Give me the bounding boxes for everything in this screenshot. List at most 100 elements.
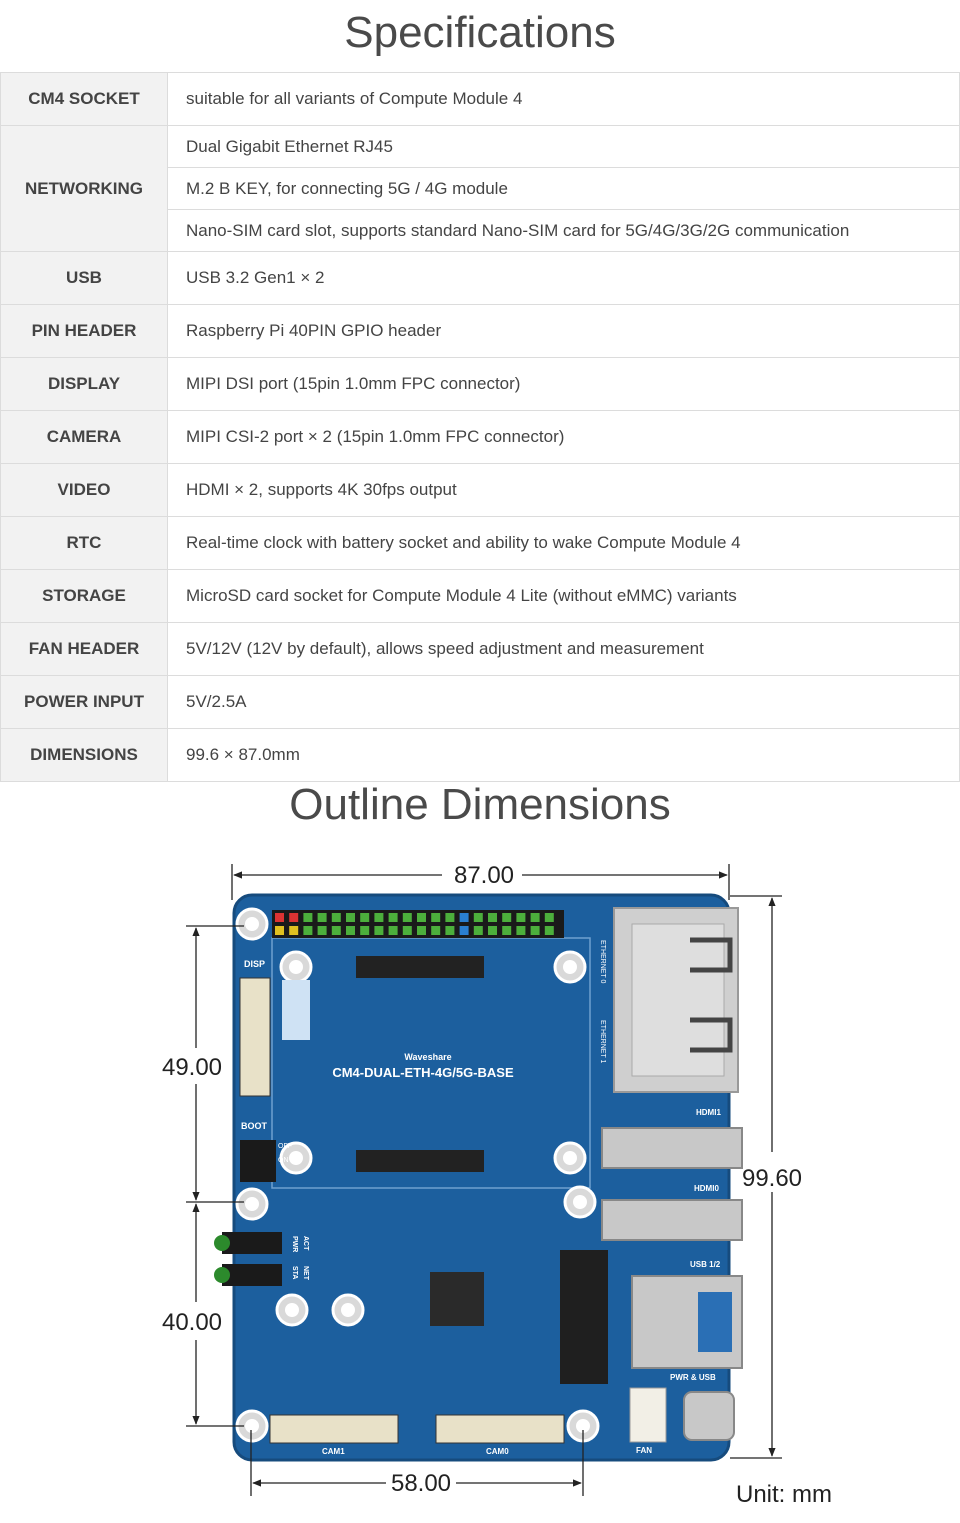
dimension-lines bbox=[186, 864, 782, 1496]
gpio-pin bbox=[360, 913, 370, 922]
eth1-label: ETHERNET 1 bbox=[599, 1020, 606, 1064]
gpio-pin bbox=[388, 926, 398, 935]
gpio-pin bbox=[303, 913, 313, 922]
gpio-pin bbox=[331, 913, 341, 922]
hdmi1-port bbox=[601, 1127, 743, 1169]
ethernet-jack bbox=[613, 907, 739, 1093]
cam1-connector bbox=[269, 1414, 399, 1444]
usb-hub-chip bbox=[430, 1272, 484, 1326]
table-row: STORAGE MicroSD card socket for Compute … bbox=[0, 569, 960, 623]
gpio-pin bbox=[445, 926, 455, 935]
spec-value-rtc: Real-time clock with battery socket and … bbox=[167, 516, 960, 570]
hdmi1-label: HDMI1 bbox=[696, 1108, 721, 1117]
gpio-pin bbox=[317, 913, 327, 922]
gpio-pin bbox=[473, 913, 483, 922]
gpio-pin bbox=[488, 913, 497, 922]
outline-diagram: Waveshare CM4-DUAL-ETH-4G/5G-BASE DISP B… bbox=[162, 862, 832, 1508]
gpio-pin bbox=[544, 926, 554, 935]
specifications-title: Specifications bbox=[344, 8, 616, 57]
on-label: ON bbox=[278, 1157, 289, 1164]
led-green-1 bbox=[214, 1235, 230, 1251]
mounting-hole-center bbox=[289, 960, 303, 974]
table-row: DIMENSIONS 99.6 × 87.0mm bbox=[0, 728, 960, 782]
mounting-hole-center bbox=[576, 1419, 590, 1433]
sta-label: STA bbox=[291, 1266, 298, 1279]
boot-switch bbox=[240, 1140, 276, 1182]
boot-label: BOOT bbox=[241, 1121, 268, 1131]
gpio-pin bbox=[346, 913, 355, 922]
hdmi0-label: HDMI0 bbox=[694, 1184, 719, 1193]
gpio-pin bbox=[431, 913, 441, 922]
dim-height-right: 99.60 bbox=[742, 1165, 802, 1192]
gpio-pin bbox=[360, 926, 370, 935]
sim-slot bbox=[282, 980, 310, 1040]
spec-label-fan-header: FAN HEADER bbox=[0, 622, 168, 676]
gpio-pin bbox=[331, 926, 341, 935]
gpio-pin bbox=[431, 926, 441, 935]
fan-label: FAN bbox=[636, 1446, 652, 1455]
gpio-pin bbox=[402, 926, 412, 935]
table-row: Nano-SIM card slot, supports standard Na… bbox=[1, 209, 960, 252]
spec-value-usb: USB 3.2 Gen1 × 2 bbox=[167, 251, 960, 305]
act-label: ACT bbox=[302, 1236, 309, 1251]
mounting-hole-center bbox=[289, 1151, 303, 1165]
spec-value-networking-2: M.2 B KEY, for connecting 5G / 4G module bbox=[167, 167, 960, 210]
gpio-pin bbox=[417, 926, 426, 935]
table-row: CAMERA MIPI CSI-2 port × 2 (15pin 1.0mm … bbox=[0, 410, 960, 464]
gpio-pin bbox=[530, 926, 540, 935]
spec-value-video: HDMI × 2, supports 4K 30fps output bbox=[167, 463, 960, 517]
gpio-pin bbox=[516, 913, 526, 922]
spec-value-dimensions: 99.6 × 87.0mm bbox=[167, 728, 960, 782]
gpio-pin bbox=[388, 913, 398, 922]
mounting-hole-center bbox=[285, 1303, 299, 1317]
cm4-connector-top bbox=[356, 956, 484, 978]
gpio-pin bbox=[289, 913, 299, 922]
net-label: NET bbox=[302, 1266, 309, 1281]
spec-label-pin-header: PIN HEADER bbox=[0, 304, 168, 358]
mounting-holes bbox=[235, 907, 600, 1443]
spec-label-rtc: RTC bbox=[0, 516, 168, 570]
table-row: VIDEO HDMI × 2, supports 4K 30fps output bbox=[0, 463, 960, 517]
table-row: DISPLAY MIPI DSI port (15pin 1.0mm FPC c… bbox=[0, 357, 960, 411]
usb-c-port bbox=[683, 1391, 735, 1441]
spec-label-video: VIDEO bbox=[0, 463, 168, 517]
eth0-label: ETHERNET 0 bbox=[599, 940, 606, 984]
gpio-pin bbox=[317, 926, 327, 935]
spec-label-power-input: POWER INPUT bbox=[0, 675, 168, 729]
unit-label: Unit: mm bbox=[736, 1481, 832, 1508]
dim-width-top: 87.00 bbox=[454, 862, 514, 889]
gpio-pin bbox=[445, 913, 455, 922]
spec-value-networking-3: Nano-SIM card slot, supports standard Na… bbox=[167, 209, 960, 252]
mounting-hole-center bbox=[573, 1195, 587, 1209]
cm4-connector-bottom bbox=[356, 1150, 484, 1172]
pwr-usb-label: PWR & USB bbox=[670, 1373, 716, 1382]
gpio-pin bbox=[374, 926, 384, 935]
gpio-pin bbox=[289, 926, 299, 935]
spec-label-cm4-socket: CM4 SOCKET bbox=[0, 72, 168, 126]
spec-value-pin-header: Raspberry Pi 40PIN GPIO header bbox=[167, 304, 960, 358]
cam0-connector bbox=[435, 1414, 565, 1444]
spec-label-networking: NETWORKING bbox=[0, 125, 168, 252]
gpio-pin bbox=[459, 926, 469, 935]
dim-left-lower: 40.00 bbox=[162, 1309, 222, 1336]
spec-value-display: MIPI DSI port (15pin 1.0mm FPC connector… bbox=[167, 357, 960, 411]
dim-bottom: 58.00 bbox=[391, 1470, 451, 1497]
spec-label-camera: CAMERA bbox=[0, 410, 168, 464]
led-pwr bbox=[222, 1264, 282, 1286]
gpio-pin bbox=[303, 926, 313, 935]
spec-label-dimensions: DIMENSIONS bbox=[0, 728, 168, 782]
pwr-label: PWR bbox=[291, 1236, 298, 1252]
gpio-pin bbox=[473, 926, 483, 935]
model-text: CM4-DUAL-ETH-4G/5G-BASE bbox=[332, 1065, 514, 1080]
table-row: USB USB 3.2 Gen1 × 2 bbox=[0, 251, 960, 305]
spec-value-storage: MicroSD card socket for Compute Module 4… bbox=[167, 569, 960, 623]
table-row: NETWORKING Dual Gigabit Ethernet RJ45 bbox=[0, 125, 960, 252]
m2-slot bbox=[560, 1250, 608, 1384]
usb-port bbox=[631, 1275, 743, 1369]
brand-text: Waveshare bbox=[404, 1052, 451, 1062]
spec-value-power-input: 5V/2.5A bbox=[167, 675, 960, 729]
display-connector bbox=[239, 977, 271, 1097]
gpio-pin bbox=[275, 913, 284, 922]
hdmi0-port bbox=[601, 1199, 743, 1241]
spec-value-networking-1: Dual Gigabit Ethernet RJ45 bbox=[167, 125, 960, 168]
